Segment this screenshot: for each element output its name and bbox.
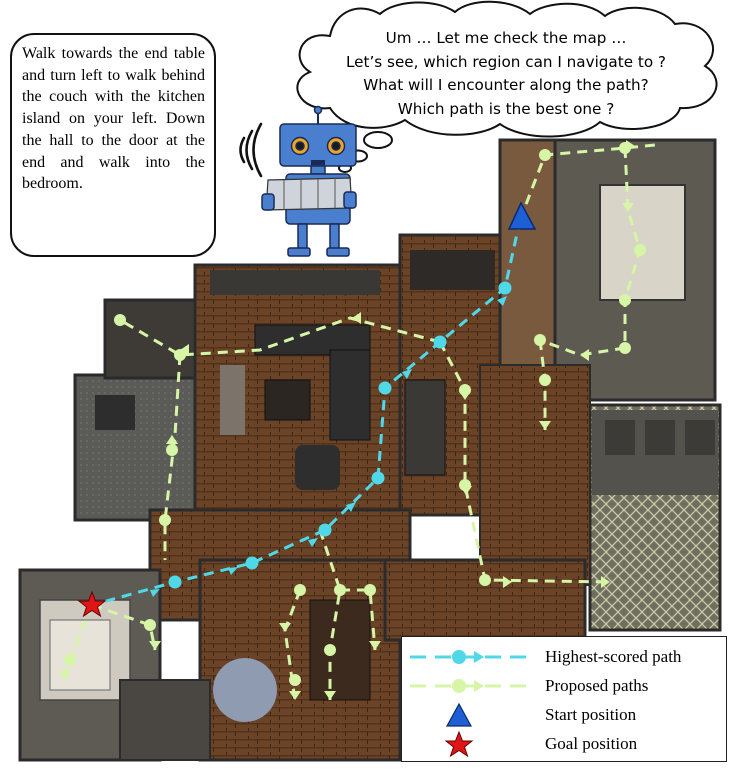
robot-reading-map-icon	[261, 105, 357, 257]
thought-line-4: Which path is the best one ?	[397, 99, 615, 118]
thought-line-3: What will I encounter along the path?	[363, 76, 649, 94]
thought-text: Um … Let me check the map … Let’s see, w…	[296, 27, 716, 121]
proposed-path-nodes	[64, 142, 646, 686]
start-triangle-icon	[507, 201, 537, 230]
legend-row-highest: Highest-scored path	[402, 644, 726, 670]
legend-label-goal: Goal position	[545, 734, 638, 753]
legend-row-goal: Goal position	[402, 731, 726, 757]
instruction-bubble: Walk towards the end table and turn left…	[10, 33, 216, 257]
legend-row-start: Start position	[402, 702, 726, 728]
legend: Highest-scored path Proposed paths Start…	[401, 636, 727, 762]
instruction-text: Walk towards the end table and turn left…	[22, 45, 205, 193]
thought-line-2: Let’s see, which region can I navigate t…	[345, 52, 666, 71]
thought-line-1: Um … Let me check the map …	[385, 29, 627, 47]
highest-path-swatch	[410, 650, 534, 664]
legend-label-highest: Highest-scored path	[545, 647, 682, 666]
legend-label-start: Start position	[545, 705, 637, 724]
legend-label-proposed: Proposed paths	[545, 676, 649, 695]
start-legend-icon	[445, 702, 473, 727]
goal-legend-icon	[444, 731, 474, 757]
legend-row-proposed: Proposed paths	[402, 673, 726, 699]
goal-star-icon	[77, 590, 107, 618]
sound-waves-icon	[239, 122, 263, 178]
highest-scored-path	[91, 219, 522, 607]
proposed-path-swatch	[410, 679, 534, 693]
map-furniture	[49, 250, 715, 722]
